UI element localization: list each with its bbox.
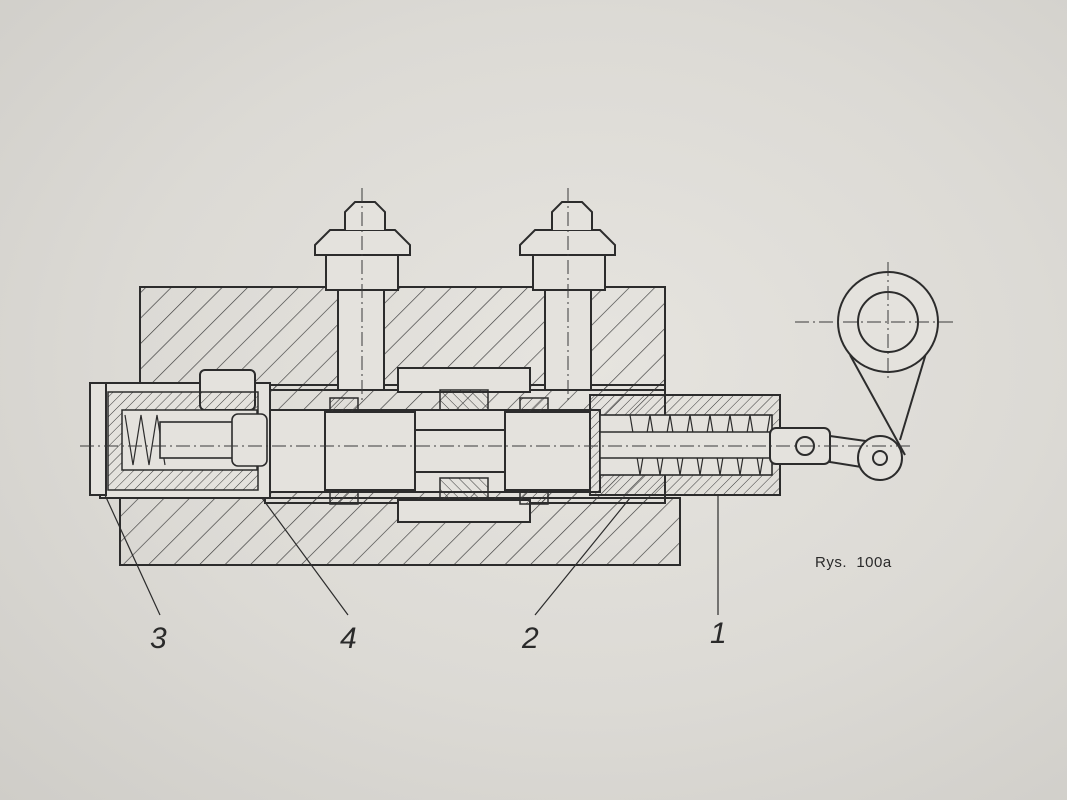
spring-cylinder <box>589 394 781 496</box>
spool-piston <box>324 389 591 505</box>
relief-valve-assembly <box>89 369 271 499</box>
lever-arm <box>769 262 955 481</box>
callout-2: 2 <box>521 622 539 655</box>
port-fitting-left <box>314 188 411 400</box>
callout-1: 1 <box>710 617 727 650</box>
port-fitting-right <box>519 188 616 400</box>
figure-caption: Rys. 100a <box>815 554 892 571</box>
callout-4: 4 <box>340 622 357 655</box>
relief-spring <box>124 414 166 466</box>
callout-leaders <box>104 494 719 616</box>
leader-4 <box>261 497 349 616</box>
leader-3 <box>104 494 161 616</box>
callout-3: 3 <box>150 622 167 655</box>
end-cap <box>89 382 107 496</box>
leader-2 <box>534 497 631 616</box>
